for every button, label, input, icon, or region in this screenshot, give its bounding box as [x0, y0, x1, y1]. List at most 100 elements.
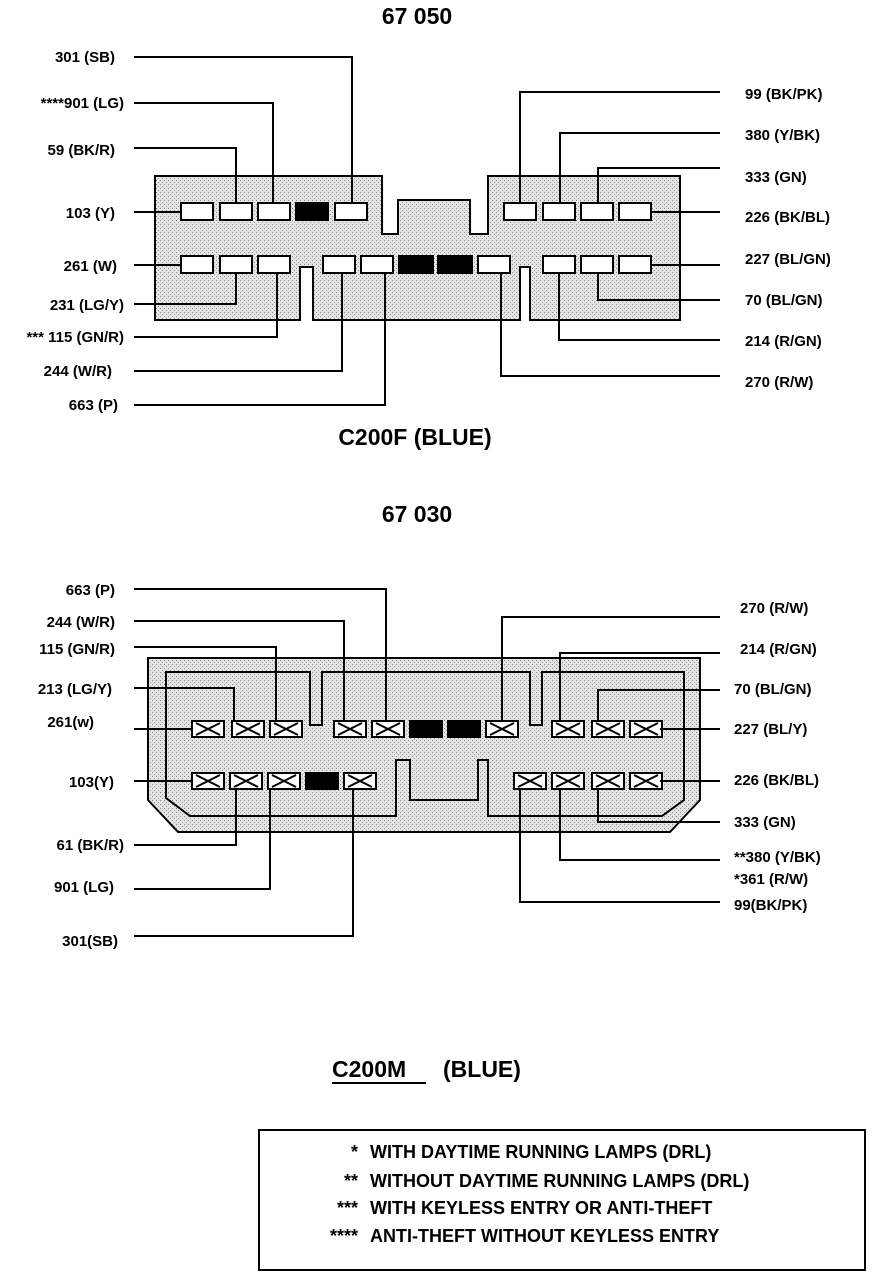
legend-box: [258, 1129, 866, 1271]
c200f-label-333: 333 (GN): [745, 169, 807, 186]
c200m-title-color: (BLUE): [443, 1056, 521, 1082]
c200m-pin: [343, 772, 377, 790]
c200f-pin: [580, 202, 614, 221]
c200m-pin: [267, 772, 301, 790]
c200m-label-270: 270 (R/W): [740, 600, 808, 617]
c200f-pin: [618, 255, 652, 274]
c200m-pin: [191, 772, 225, 790]
c200f-pin: [542, 202, 576, 221]
c200m-housing-inner: [165, 671, 685, 817]
c200f-right-wires: [500, 91, 720, 377]
c200f-pin: [322, 255, 356, 274]
legend-text-1: WITH DAYTIME RUNNING LAMPS (DRL): [370, 1142, 711, 1162]
legend-mark-3: ***: [337, 1198, 358, 1218]
c200f-pin: [360, 255, 394, 274]
c200f-pin: [180, 255, 214, 274]
legend-mark-2: **: [344, 1171, 358, 1191]
c200m-label-70: 70 (BL/GN): [734, 681, 812, 698]
legend-text-3: WITH KEYLESS ENTRY OR ANTI-THEFT: [370, 1198, 712, 1218]
c200m-pin: [371, 720, 405, 738]
c200m-pin-blocked: [305, 772, 339, 790]
c200m-pin: [551, 720, 585, 738]
c200f-label-115: *** 115 (GN/R): [26, 329, 124, 346]
c200f-label-901: ****901 (LG): [41, 95, 124, 112]
c200m-label-99: 99(BK/PK): [734, 897, 807, 914]
c200m-title: C200M: [332, 1056, 406, 1082]
c200f-pin: [257, 255, 291, 274]
c200f-pin-blocked: [437, 255, 473, 274]
c200m-pin: [485, 720, 519, 738]
c200m-pin: [629, 772, 663, 790]
c200f-pin: [219, 255, 253, 274]
c200f-label-380: 380 (Y/BK): [745, 127, 820, 144]
c200f-housing: [154, 175, 681, 321]
c200f-label-227: 227 (BL/GN): [745, 251, 831, 268]
c200m-label-214: 214 (R/GN): [740, 641, 817, 658]
c200f-pin: [219, 202, 253, 221]
c200f-pin: [334, 202, 368, 221]
c200m-label-301: 301(SB): [62, 933, 118, 950]
c200f-pin: [618, 202, 652, 221]
c200m-label-901: 901 (LG): [54, 879, 114, 896]
c200f-label-59: 59 (BK/R): [47, 142, 115, 159]
c200m-pin: [191, 720, 225, 738]
c200m-pin: [591, 720, 625, 738]
c200f-pin: [503, 202, 537, 221]
c200m-pin: [513, 772, 547, 790]
c200m-pin-blocked: [447, 720, 481, 738]
c200f-pin-blocked: [398, 255, 434, 274]
legend-text-4: ANTI-THEFT WITHOUT KEYLESS ENTRY: [370, 1226, 719, 1246]
c200m-label-103: 103(Y): [69, 774, 114, 791]
c200f-label-99: 99 (BK/PK): [745, 86, 823, 103]
c200f-label-261: 261 (W): [64, 258, 117, 275]
c200m-label-115: 115 (GN/R): [39, 641, 115, 658]
legend-mark-4: ****: [330, 1226, 358, 1246]
c200m-pin: [229, 772, 263, 790]
c200f-label-231: 231 (LG/Y): [50, 297, 124, 314]
c200m-label-226: 226 (BK/BL): [734, 772, 819, 789]
c200m-pin: [629, 720, 663, 738]
c200m-pin-blocked: [409, 720, 443, 738]
c200m-left-wires: [134, 588, 387, 937]
c200f-pin: [580, 255, 614, 274]
top-part-number: 67 050: [382, 3, 452, 29]
c200m-label-261: 261(w): [47, 714, 94, 731]
c200m-label-663: 663 (P): [66, 582, 115, 599]
c200f-label-663: 663 (P): [69, 397, 118, 414]
c200m-pin: [231, 720, 265, 738]
c200m-pins: [191, 720, 663, 790]
c200m-pin: [591, 772, 625, 790]
c200m-right-wires: [501, 616, 720, 903]
c200f-pin-blocked: [295, 202, 329, 221]
c200f-pin-row-bottom: [180, 255, 652, 274]
c200f-pin: [542, 255, 576, 274]
c200m-label-333: 333 (GN): [734, 814, 796, 831]
c200f-label-226: 226 (BK/BL): [745, 209, 830, 226]
c200f-label-244: 244 (W/R): [44, 363, 112, 380]
c200m-label-61: 61 (BK/R): [56, 837, 124, 854]
c200f-label-270: 270 (R/W): [745, 374, 813, 391]
c200m-label-244: 244 (W/R): [47, 614, 115, 631]
c200f-pin: [180, 202, 214, 221]
legend-mark-1: *: [351, 1142, 358, 1162]
c200m-label-227: 227 (BL/Y): [734, 721, 807, 738]
c200f-label-70: 70 (BL/GN): [745, 292, 823, 309]
c200f-label-214: 214 (R/GN): [745, 333, 822, 350]
c200f-left-wires: [134, 56, 386, 406]
c200m-label-380: **380 (Y/BK): [734, 849, 821, 866]
c200f-label-103: 103 (Y): [66, 205, 115, 222]
c200f-label-301: 301 (SB): [55, 49, 115, 66]
c200m-label-361: *361 (R/W): [734, 871, 808, 888]
c200m-pin: [333, 720, 367, 738]
c200f-pin: [257, 202, 291, 221]
c200f-pin: [477, 255, 511, 274]
bottom-part-number: 67 030: [382, 501, 452, 527]
legend-text-2: WITHOUT DAYTIME RUNNING LAMPS (DRL): [370, 1171, 749, 1191]
c200f-pin-row-top: [180, 202, 652, 221]
c200m-pin: [551, 772, 585, 790]
c200m-label-213: 213 (LG/Y): [38, 681, 112, 698]
c200m-housing-outer: [147, 657, 701, 833]
c200f-title: C200F (BLUE): [338, 424, 491, 450]
c200m-pin: [269, 720, 303, 738]
